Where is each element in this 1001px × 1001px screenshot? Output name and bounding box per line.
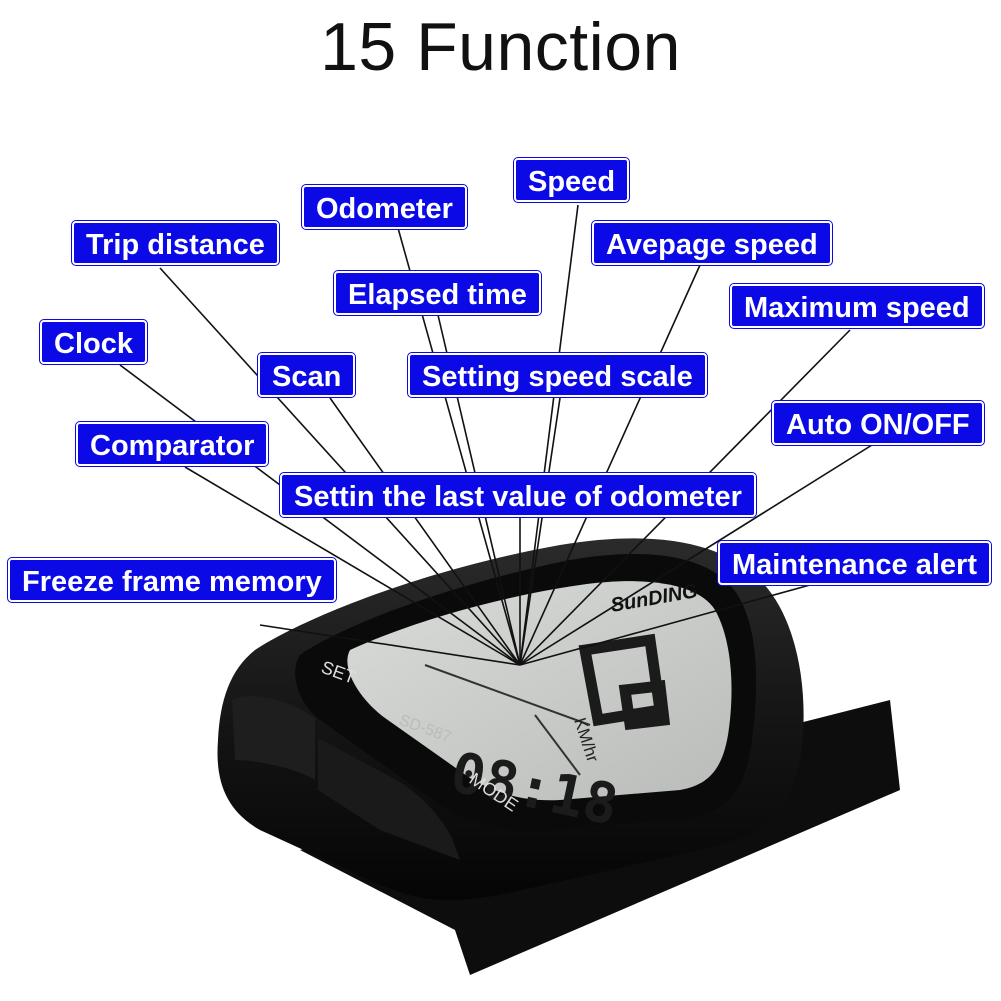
callout-line-trip-distance [159,267,521,666]
lcd-small-digit [618,679,671,731]
label-auto-on-off: Auto ON/OFF [772,401,984,445]
label-trip-distance: Trip distance [72,221,279,265]
lcd-screen [347,581,732,801]
callout-line-auto-on-off [519,439,881,666]
callout-line-average-speed [519,264,701,666]
label-odometer: Odometer [302,185,467,229]
callout-line-maintenance-alert [519,584,811,666]
label-settin-last-value-odometer: Settin the last value of odometer [280,473,756,517]
callout-line-setting-speed-scale [519,397,561,666]
callout-line-comparator [184,466,521,666]
label-comparator: Comparator [76,422,269,466]
label-scan: Scan [258,353,356,397]
callout-line-speed [519,204,579,666]
label-average-speed: Avepage speed [592,221,832,265]
set-button [232,696,315,780]
mode-button [318,738,460,860]
label-maximum-speed: Maximum speed [730,284,984,328]
label-maintenance-alert: Maintenance alert [718,541,991,585]
page-title: 15 Function [320,9,681,85]
callout-line-freeze-frame [259,624,521,666]
callout-line-scan [329,397,521,666]
label-clock: Clock [40,320,147,364]
label-freeze-frame-memory: Freeze frame memory [8,558,336,602]
label-elapsed-time: Elapsed time [334,271,541,315]
label-speed: Speed [514,158,630,202]
label-setting-speed-scale: Setting speed scale [408,353,707,397]
